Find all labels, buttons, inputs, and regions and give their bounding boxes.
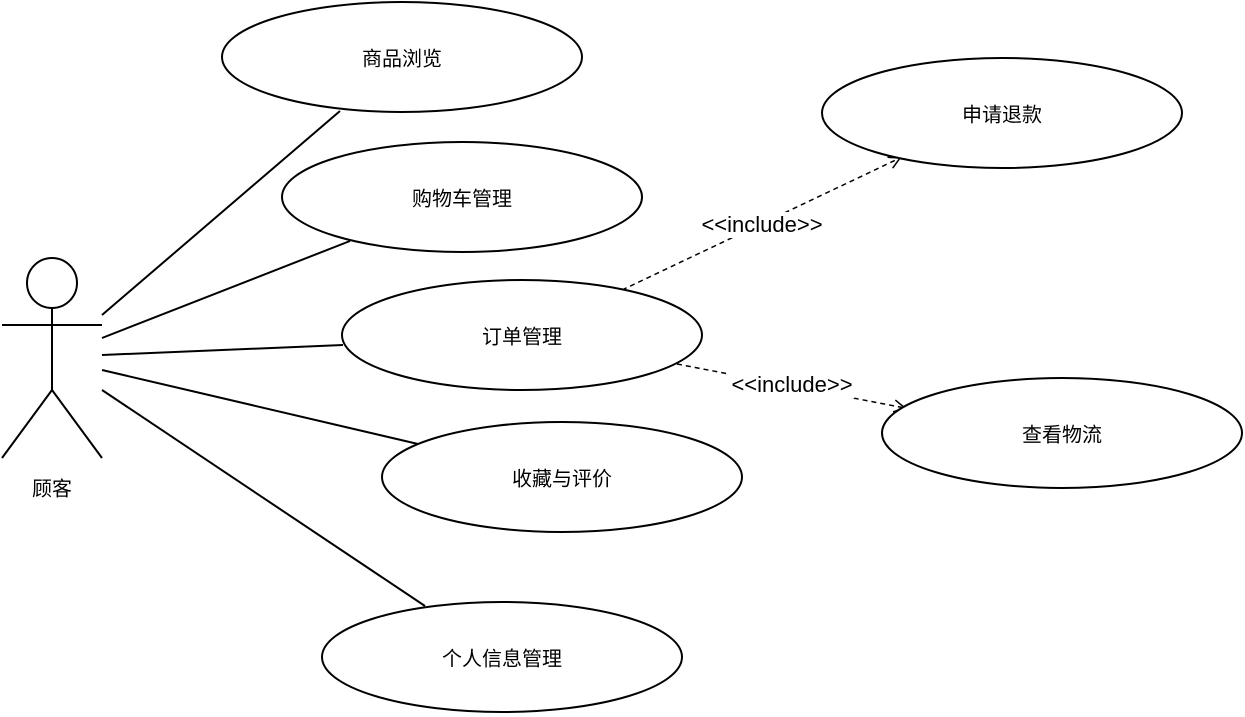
use-case-logistics[interactable] (881, 377, 1243, 489)
use-case-cart-label: 购物车管理 (412, 186, 512, 211)
include-refund-label: <<include>> (699, 212, 825, 238)
actor-label: 顾客 (32, 476, 72, 501)
use-case-profile[interactable] (321, 601, 683, 713)
actor-right-leg (51, 389, 103, 459)
actor-head (26, 257, 78, 309)
include-logistics-arrow (676, 363, 907, 413)
use-case-refund[interactable] (821, 57, 1183, 169)
actor-left-leg (1, 389, 53, 459)
use-case-browse[interactable] (221, 1, 583, 113)
association-cart (101, 240, 351, 339)
use-case-order[interactable] (341, 279, 703, 391)
actor-figure[interactable] (1, 257, 103, 459)
association-order (101, 344, 344, 356)
use-case-favorite-label: 收藏与评价 (512, 466, 612, 491)
use-case-refund-label: 申请退款 (962, 102, 1042, 127)
use-case-cart[interactable] (281, 141, 643, 253)
association-browse (101, 110, 341, 316)
use-case-favorite[interactable] (381, 421, 743, 533)
include-logistics-label: <<include>> (729, 372, 855, 398)
use-case-order-label: 订单管理 (482, 324, 562, 349)
use-case-browse-label: 商品浏览 (362, 46, 442, 71)
use-case-logistics-label: 查看物流 (1022, 422, 1102, 447)
association-profile (101, 389, 426, 607)
use-case-profile-label: 个人信息管理 (442, 646, 562, 671)
association-favorite (101, 369, 419, 445)
